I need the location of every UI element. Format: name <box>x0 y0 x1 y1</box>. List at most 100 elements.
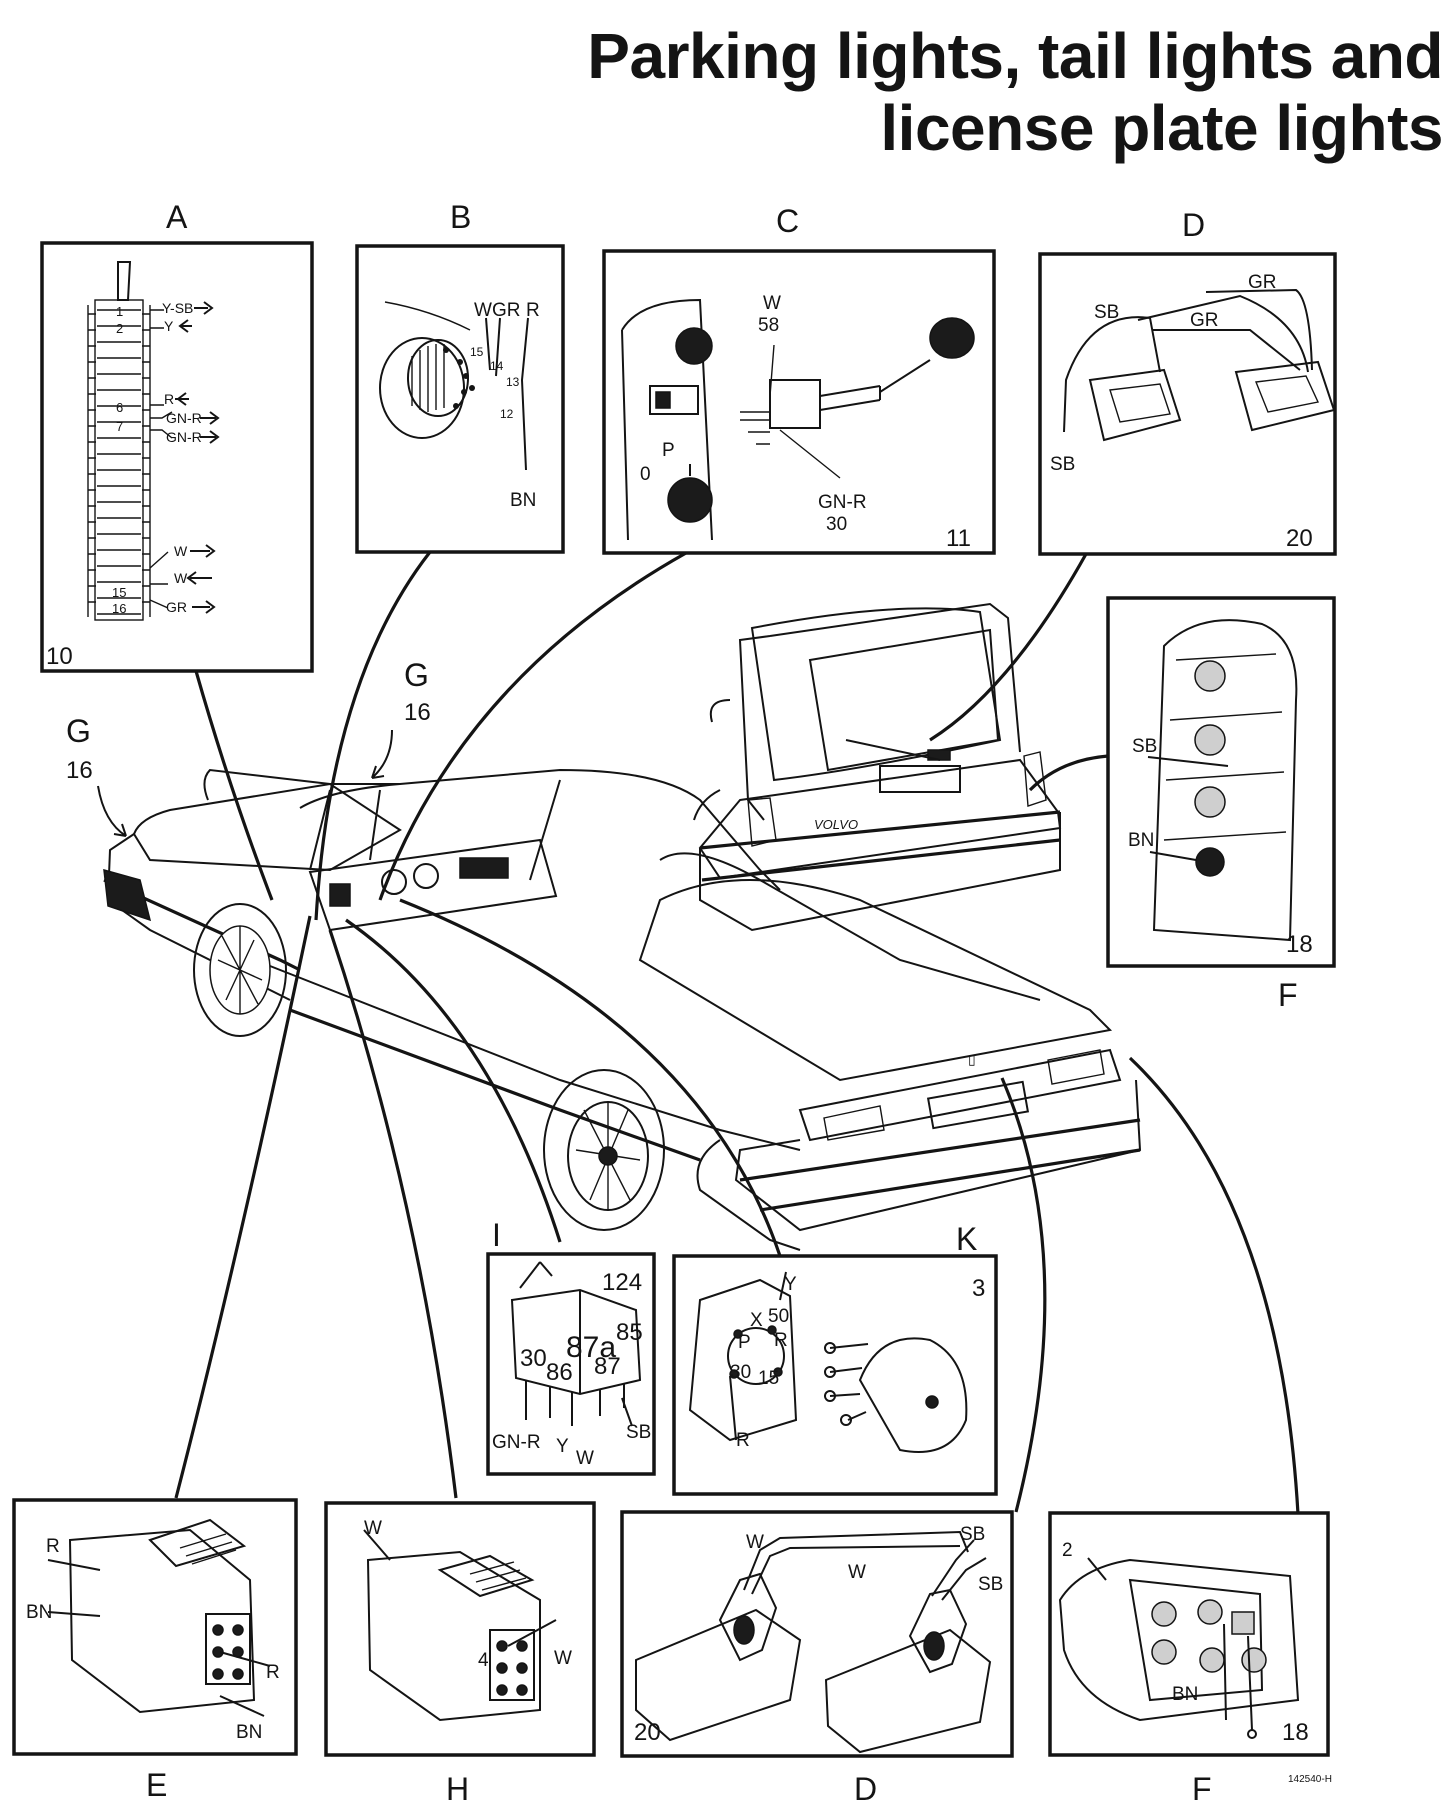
car-rear-hatch: VOLVO <box>693 602 1062 932</box>
wire-w-1: W <box>174 543 188 559</box>
g-mid-number: 16 <box>404 699 431 726</box>
panel-f-right-number: 18 <box>1286 931 1313 958</box>
ign-wire-y: Y <box>784 1274 797 1295</box>
panel-d-top-frame <box>1038 252 1337 556</box>
panel-c-wire-58: 58 <box>758 315 779 336</box>
panel-d-bottom-wire-sb-2: SB <box>978 1574 1003 1595</box>
panel-c-wire-gn-r: GN-R <box>818 492 867 513</box>
wire-y: Y <box>164 318 174 334</box>
panel-e-wire-r-1: R <box>46 1536 60 1557</box>
panel-e-wire-bn-1: BN <box>26 1602 52 1623</box>
title-line-1: Parking lights, tail lights and <box>587 20 1443 92</box>
panel-b-term-13: 13 <box>506 375 520 389</box>
fuse-pin-15: 15 <box>112 585 126 600</box>
panel-c: 0 P W 58 GN-R 30 11 <box>602 249 996 555</box>
panel-c-number: 11 <box>946 525 971 552</box>
wire-gr: GR <box>166 599 187 615</box>
fuse-pin-16: 16 <box>112 601 126 616</box>
ign-term-30: 30 <box>730 1362 751 1383</box>
wire-w-2: W <box>174 570 188 586</box>
figure-reference: 142540-H <box>1288 1774 1332 1785</box>
panel-c-pos-0: 0 <box>640 464 651 485</box>
panel-a: 1 2 6 7 15 16 Y-SB Y R GN-R GN-R W W GR … <box>40 241 314 673</box>
panel-h-wire-w-1: W <box>364 1518 382 1539</box>
panel-f-bottom-wire-bn: BN <box>1172 1684 1198 1705</box>
relay-wire-y: Y <box>556 1436 569 1457</box>
wire-gn-r-2: GN-R <box>166 429 202 445</box>
g-mid-arrow <box>371 729 393 779</box>
panel-b-wire-bn: BN <box>510 490 536 511</box>
panel-h: W 4 W <box>324 1501 596 1757</box>
panel-e-letter: E <box>146 1767 167 1803</box>
panel-i-number: 124 <box>602 1269 642 1296</box>
panel-b-term-14: 14 <box>490 359 504 373</box>
panel-d-top: GR SB GR SB 20 <box>1038 252 1337 556</box>
panel-d-bottom-number: 20 <box>634 1719 661 1746</box>
wire-y-sb: Y-SB <box>162 300 193 316</box>
panel-b-wire-r: R <box>526 300 540 321</box>
panel-d-top-number: 20 <box>1286 525 1313 552</box>
ign-term-50: 50 <box>768 1306 789 1327</box>
relay-wire-w: W <box>576 1448 594 1469</box>
relay-87a: 87a <box>566 1331 616 1364</box>
panel-h-wire-w-2: W <box>554 1648 572 1669</box>
page-title: Parking lights, tail lights and license … <box>587 20 1443 164</box>
ign-term-p: P <box>738 1332 751 1353</box>
relay-86: 86 <box>546 1359 573 1386</box>
panel-k: X 50 P R 30 15 Y R 3 <box>672 1254 998 1496</box>
relay-85: 85 <box>616 1319 643 1346</box>
panel-i-letter: I <box>492 1217 501 1253</box>
g-left-letter: G <box>66 713 91 749</box>
panel-c-letter: C <box>776 203 799 239</box>
relay-30: 30 <box>520 1345 547 1372</box>
panel-d-top-letter: D <box>1182 207 1205 243</box>
panel-f-bottom: 2 BN 18 <box>1048 1511 1330 1757</box>
panel-e-wire-r-2: R <box>266 1662 280 1683</box>
ign-wire-r: R <box>736 1430 750 1451</box>
g-mid-letter: G <box>404 657 429 693</box>
panel-h-frame <box>324 1501 596 1757</box>
panel-f-bottom-number: 18 <box>1282 1719 1309 1746</box>
panel-f-bottom-letter: F <box>1192 1771 1212 1807</box>
panel-b-term-15: 15 <box>470 345 484 359</box>
panel-b: W GR R 15 14 13 12 BN <box>355 244 565 554</box>
panel-d-bottom-wire-w-1: W <box>746 1532 764 1553</box>
relay-87: 87 <box>594 1353 621 1380</box>
fuse-pin-2: 2 <box>116 321 123 336</box>
panel-d-bottom: W W SB SB 20 <box>620 1510 1014 1758</box>
panel-d-bottom-wire-sb-1: SB <box>960 1524 985 1545</box>
panel-a-letter: A <box>166 199 188 235</box>
panel-d-bottom-wire-w-2: W <box>848 1562 866 1583</box>
panel-c-wire-30: 30 <box>826 514 847 535</box>
panel-f-bottom-label-2: 2 <box>1062 1540 1073 1561</box>
ign-term-r: R <box>774 1330 788 1351</box>
panel-d-top-wire-gr-1: GR <box>1248 272 1277 293</box>
title-line-2: license plate lights <box>880 92 1443 164</box>
g-left-number: 16 <box>66 757 93 784</box>
g-left-arrow <box>97 785 127 837</box>
panel-e-wire-bn-2: BN <box>236 1722 262 1743</box>
panel-e: R BN R BN <box>12 1498 298 1756</box>
relay-wire-sb: SB <box>626 1422 651 1443</box>
fuse-strip <box>87 261 151 621</box>
car-body: ▯ <box>103 768 1142 1251</box>
fuse-pin-7: 7 <box>116 419 123 434</box>
panel-c-pos-p: P <box>662 440 675 461</box>
panel-d-bottom-frame <box>620 1510 1014 1758</box>
panel-b-wire-w: W <box>474 300 492 321</box>
panel-a-number: 10 <box>46 643 73 670</box>
panel-c-wire-w: W <box>763 293 781 314</box>
panel-b-wire-gr: GR <box>492 300 521 321</box>
connector-lines <box>174 551 1300 1515</box>
relay-wire-gn-r: GN-R <box>492 1432 541 1453</box>
wire-gn-r-1: GN-R <box>166 410 202 426</box>
panel-h-letter: H <box>446 1771 469 1807</box>
panel-a-frame <box>40 241 314 673</box>
panel-f-right: SB BN 18 <box>1106 596 1336 968</box>
panel-a-wires <box>149 301 220 614</box>
ign-term-x: X <box>750 1310 763 1331</box>
panel-d-top-wire-sb-1: SB <box>1094 302 1119 323</box>
panel-d-top-wire-sb-2: SB <box>1050 454 1075 475</box>
panel-i: 87a 85 30 86 87 124 GN-R Y W SB <box>486 1252 656 1476</box>
